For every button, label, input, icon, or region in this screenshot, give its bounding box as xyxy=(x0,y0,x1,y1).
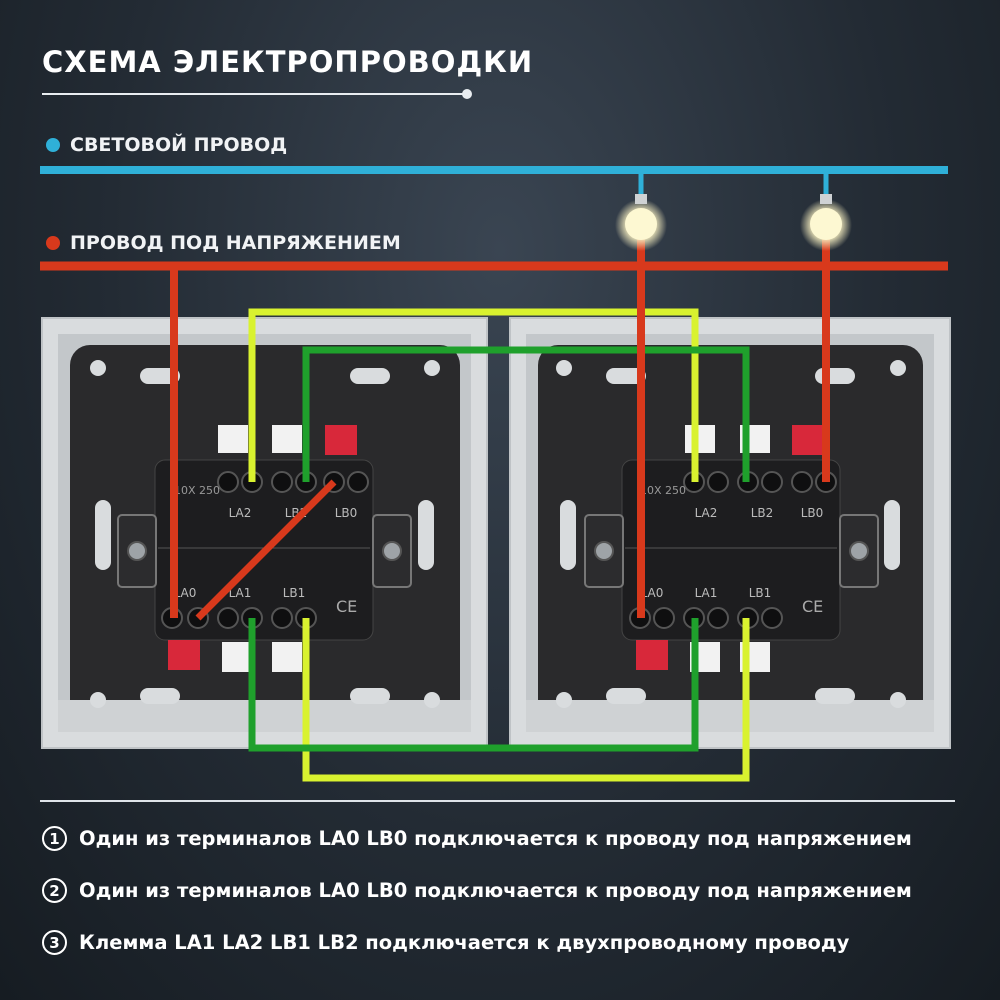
switch-2-label-lb1: LB1 xyxy=(749,586,772,600)
switch-1-ce-mark: CE xyxy=(336,597,357,616)
note-3-text: Клемма LA1 LA2 LB1 LB2 подключается к дв… xyxy=(79,931,850,954)
switch-1-label-la1: LA1 xyxy=(229,586,252,600)
jumper-wire-yellow xyxy=(248,308,699,482)
switch-1-rating: 10X 250 xyxy=(174,484,220,497)
switch-1-lever-la2 xyxy=(218,425,248,453)
switch-2-label-lb0: LB0 xyxy=(801,506,824,520)
light-wire-dot-icon xyxy=(46,138,60,152)
note-3-number: 3 xyxy=(42,930,67,955)
switch-1-lever-lb2 xyxy=(272,425,302,453)
notes-divider xyxy=(40,800,955,802)
note-2: 2 Один из терминалов LA0 LB0 подключаетс… xyxy=(42,878,912,903)
switch-2: LA2 LB2 LB0 LA0 LA1 LB1 10X 250 CE xyxy=(509,317,951,749)
switch-1: LA2 LB2 LB0 LA0 LA1 LB1 10X 250 CE xyxy=(41,317,488,749)
switch-1-label-lb0: LB0 xyxy=(335,506,358,520)
switch-2-label-la0: LA0 xyxy=(641,586,664,600)
switch-2-ce-mark: CE xyxy=(802,597,823,616)
switch-1-lever-lb0 xyxy=(325,425,357,455)
legend-live-wire: ПРОВОД ПОД НАПРЯЖЕНИЕМ xyxy=(46,232,401,254)
legend-live-wire-label: ПРОВОД ПОД НАПРЯЖЕНИЕМ xyxy=(70,232,401,254)
live-wire-bridge-la0-lb0 xyxy=(195,479,337,621)
bulb-1-icon xyxy=(615,194,667,251)
switch-1-lever-la0 xyxy=(168,640,200,670)
switch-2-label-lb2: LB2 xyxy=(751,506,774,520)
bulb-2-icon xyxy=(800,194,852,251)
note-2-number: 2 xyxy=(42,878,67,903)
switch-1-label-la0: LA0 xyxy=(174,586,197,600)
switch-1-label-la2: LA2 xyxy=(229,506,252,520)
switch-1-lever-lb1 xyxy=(272,642,302,672)
jumper-wire-green xyxy=(302,346,750,482)
switch-1-label-lb1: LB1 xyxy=(283,586,306,600)
title-underline-dot xyxy=(462,89,472,99)
switch-2-label-la1: LA1 xyxy=(695,586,718,600)
legend-light-wire: СВЕТОВОЙ ПРОВОД xyxy=(46,134,287,156)
jumper-wire-yellow-bottom xyxy=(302,618,750,782)
note-1: 1 Один из терминалов LA0 LB0 подключаетс… xyxy=(42,826,912,851)
switch-1-lever-la1 xyxy=(222,642,252,672)
switch-2-rating: 10X 250 xyxy=(640,484,686,497)
title-underline xyxy=(42,93,468,95)
note-1-text: Один из терминалов LA0 LB0 подключается … xyxy=(79,827,912,850)
legend-light-wire-label: СВЕТОВОЙ ПРОВОД xyxy=(70,134,288,156)
jumper-wire-green-bottom xyxy=(248,618,699,752)
switch-2-lever-la0 xyxy=(636,640,668,670)
note-2-text: Один из терминалов LA0 LB0 подключается … xyxy=(79,879,912,902)
switch-2-lever-lb0 xyxy=(792,425,824,455)
switch-2-label-la2: LA2 xyxy=(695,506,718,520)
note-1-number: 1 xyxy=(42,826,67,851)
note-3: 3 Клемма LA1 LA2 LB1 LB2 подключается к … xyxy=(42,930,849,955)
switch-2-lever-la2 xyxy=(685,425,715,453)
page-title: СХЕМА ЭЛЕКТРОПРОВОДКИ xyxy=(42,45,534,79)
live-wire-dot-icon xyxy=(46,236,60,250)
